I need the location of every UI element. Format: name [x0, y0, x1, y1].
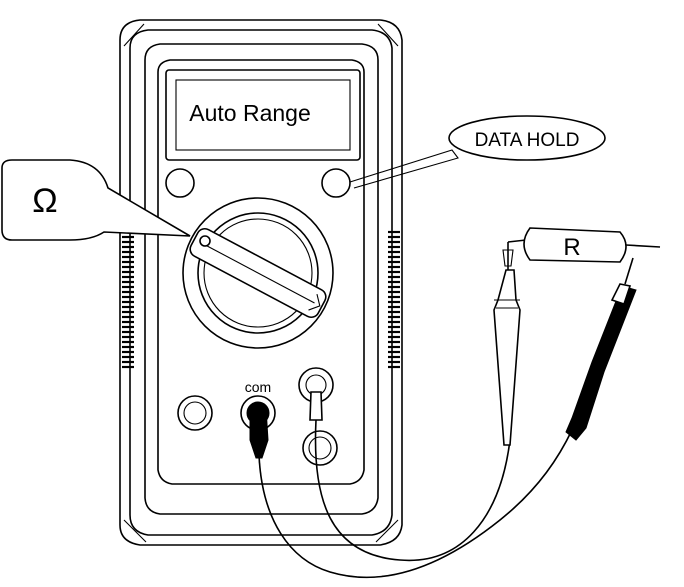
- right-grip: [388, 230, 400, 369]
- data-hold-button[interactable]: [321, 168, 351, 198]
- data-hold-label: DATA HOLD: [475, 130, 580, 151]
- display-text: Auto Range: [189, 100, 310, 126]
- left-function-button[interactable]: [165, 168, 195, 198]
- ohm-callout: Ω: [1, 159, 191, 241]
- resistor-label: R: [563, 234, 580, 261]
- resistor: R: [507, 227, 661, 263]
- multimeter-body: [119, 19, 403, 546]
- red-lead-cable: [314, 419, 511, 562]
- black-lead-cable: [258, 429, 573, 579]
- lcd-display: Auto Range: [165, 69, 361, 161]
- jack-left[interactable]: [177, 395, 213, 431]
- com-label: com: [245, 379, 271, 395]
- ohm-symbol: Ω: [32, 182, 57, 220]
- rotary-switch[interactable]: [182, 197, 334, 349]
- black-test-probe: [565, 257, 637, 441]
- left-grip: [122, 230, 134, 369]
- black-probe-plug: [249, 407, 269, 459]
- jack-bottom-right[interactable]: [302, 430, 338, 466]
- red-probe-plug: [309, 391, 323, 421]
- red-test-probe: [493, 242, 521, 446]
- data-hold-callout: DATA HOLD: [349, 115, 606, 189]
- switch-pointer: [199, 235, 211, 247]
